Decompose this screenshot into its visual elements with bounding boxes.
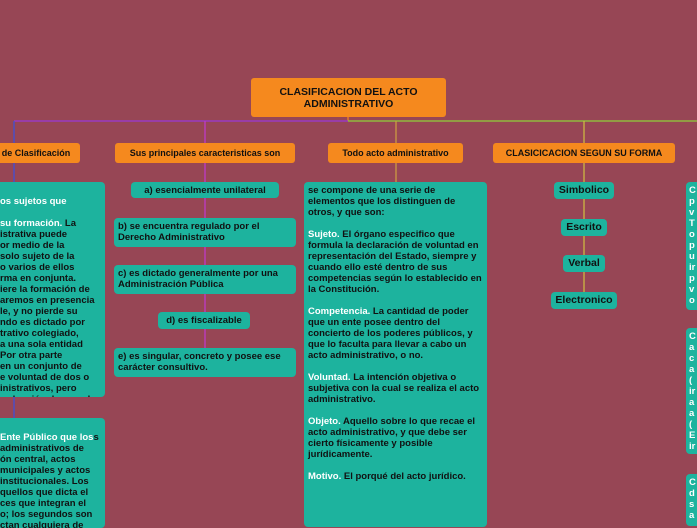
left-card-sujetos-text: La istrativa puede or medio de la solo s… bbox=[0, 218, 96, 397]
char-label-d: d) es fiscalizable bbox=[166, 315, 242, 326]
branch-forma[interactable]: CLASICICACION SEGUN SU FORMA bbox=[493, 143, 675, 163]
acto-elements-card[interactable]: se compone de una serie de elementos que… bbox=[304, 182, 487, 527]
form-label-simbolico: Simbolico bbox=[558, 184, 610, 196]
acto-element-competencia: Competencia. La cantidad de poder que un… bbox=[308, 306, 473, 361]
form-label-escrito: Escrito bbox=[566, 221, 602, 233]
acto-element-objeto: Objeto. Aquello sobre lo que recae el ac… bbox=[308, 416, 476, 460]
char-node-e[interactable]: e) es singular, concreto y posee ese car… bbox=[114, 348, 296, 377]
form-node-escrito[interactable]: Escrito bbox=[561, 219, 607, 236]
right-card-3[interactable]: C d s a bbox=[686, 474, 697, 526]
char-label-c: c) es dictado generalmente por una Admin… bbox=[118, 268, 278, 290]
left-card-ente-lead: Ente Público que los bbox=[0, 432, 94, 443]
right-card-2[interactable]: C a c a ( ir a a ( E ir bbox=[686, 328, 697, 454]
acto-element-sujeto: Sujeto. El órgano especifico que formula… bbox=[308, 229, 482, 295]
form-node-simbolico[interactable]: Simbolico bbox=[554, 182, 614, 199]
left-card-sujetos-lead: os sujetos que bbox=[0, 196, 67, 207]
acto-element-motivo: Motivo. El porqué del acto jurídico. bbox=[308, 471, 466, 482]
root-node[interactable]: CLASIFICACION DEL ACTO ADMINISTRATIVO bbox=[251, 78, 446, 117]
branch-clasificacion[interactable]: de Clasificación bbox=[0, 143, 80, 163]
right-card-1[interactable]: C p v T o p u ir p v o bbox=[686, 182, 697, 310]
char-label-b: b) se encuentra regulado por el Derecho … bbox=[118, 221, 260, 243]
char-label-e: e) es singular, concreto y posee ese car… bbox=[118, 351, 281, 373]
left-card-ente-text: s administrativos de ón central, actos m… bbox=[0, 432, 99, 528]
left-card-sujetos[interactable]: os sujetos que su formación. La istrativ… bbox=[0, 182, 105, 397]
branch-todo-acto[interactable]: Todo acto administrativo bbox=[328, 143, 463, 163]
char-node-a[interactable]: a) esencialmente unilateral bbox=[131, 182, 279, 198]
left-card-ente-publico[interactable]: Ente Público que loss administrativos de… bbox=[0, 418, 105, 528]
branch-caracteristicas[interactable]: Sus principales caracteristicas son bbox=[115, 143, 295, 163]
form-node-verbal[interactable]: Verbal bbox=[563, 255, 605, 272]
char-node-b[interactable]: b) se encuentra regulado por el Derecho … bbox=[114, 218, 296, 247]
char-label-a: a) esencialmente unilateral bbox=[144, 184, 266, 196]
acto-intro: se compone de una serie de elementos que… bbox=[308, 185, 456, 218]
left-card-sujetos-lead2: su formación. bbox=[0, 218, 63, 229]
form-label-verbal: Verbal bbox=[568, 257, 600, 269]
acto-element-voluntad: Voluntad. La intención objetiva o subjet… bbox=[308, 372, 480, 405]
char-node-d[interactable]: d) es fiscalizable bbox=[158, 312, 250, 329]
form-label-electronico: Electronico bbox=[555, 294, 613, 306]
char-node-c[interactable]: c) es dictado generalmente por una Admin… bbox=[114, 265, 296, 294]
form-node-electronico[interactable]: Electronico bbox=[551, 292, 617, 309]
